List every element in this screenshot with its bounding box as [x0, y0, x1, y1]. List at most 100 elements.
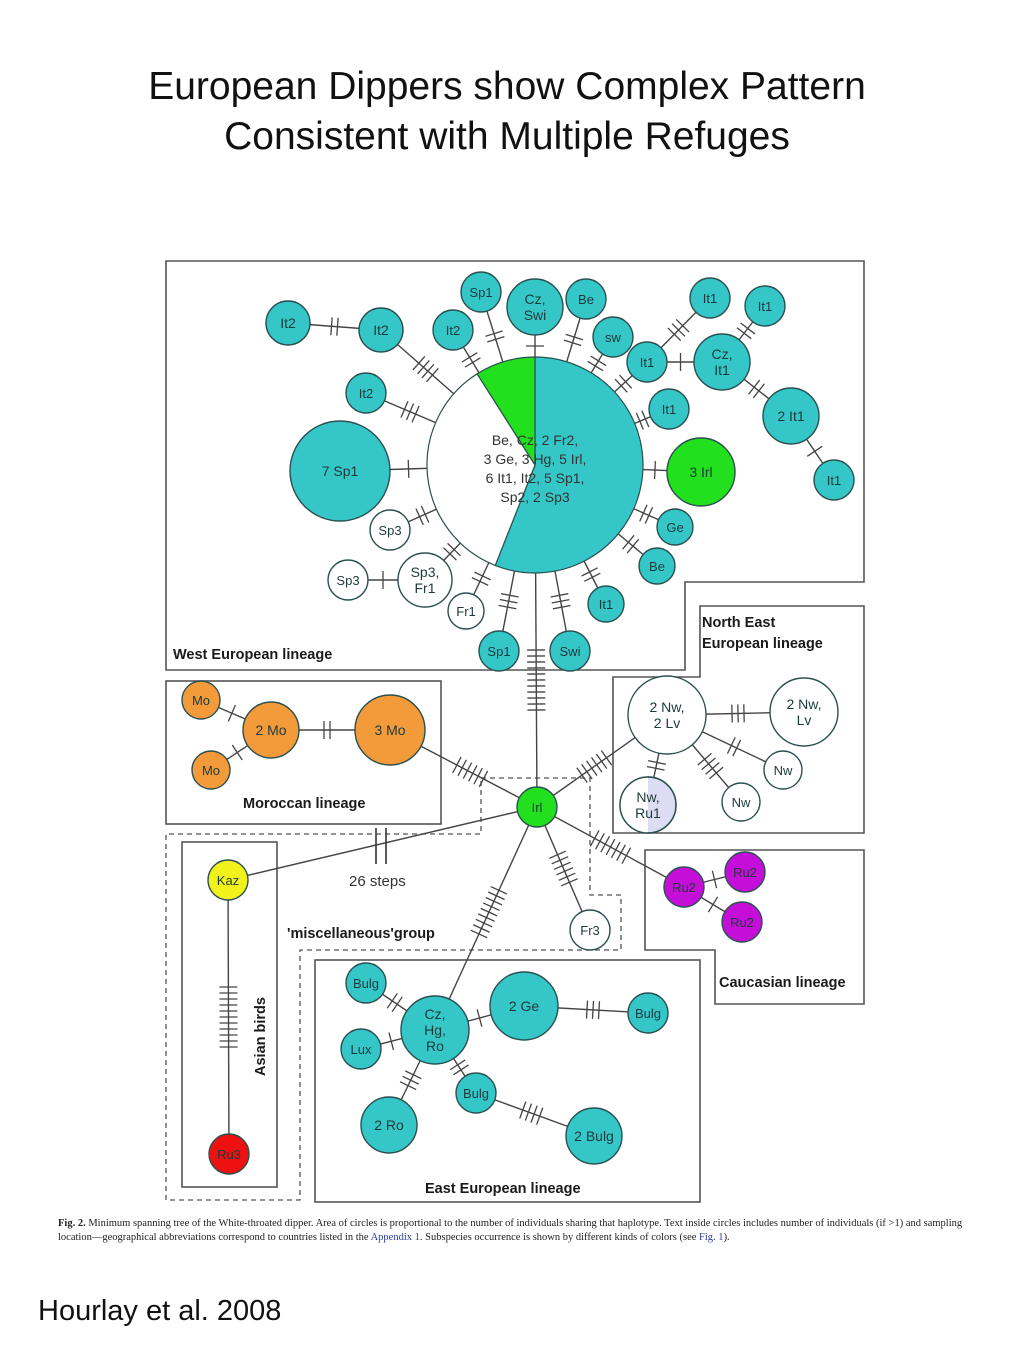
node-circle	[242, 701, 300, 759]
haplotype-node-mo1: Mo	[181, 680, 221, 720]
mutation-tick	[740, 322, 756, 335]
mutation-tick	[388, 1032, 395, 1051]
haplotype-node-nw1: Nw	[763, 750, 803, 790]
mutation-tick	[421, 363, 435, 379]
mutation-tick	[648, 759, 666, 765]
edge-ru2a-irl	[536, 806, 685, 888]
appendix-link[interactable]: Appendix 1	[370, 1232, 420, 1243]
node-circle	[327, 559, 369, 601]
mutation-tick	[644, 506, 654, 524]
node-circle	[354, 694, 426, 766]
node-label: Ge	[666, 520, 683, 535]
node-label: Bulg	[353, 976, 379, 991]
node-label: Nw	[732, 795, 751, 810]
mutation-tick	[485, 896, 503, 906]
moroccan-lineage-box	[165, 680, 442, 825]
haplotype-node-sp3b: Sp3	[369, 509, 411, 551]
edge-czhgro-irl	[434, 806, 538, 1031]
node-circle	[369, 509, 411, 551]
mutation-tick	[476, 1009, 483, 1027]
node-circle	[345, 372, 387, 414]
mutation-tick	[400, 400, 409, 418]
node-label: Sp3	[336, 573, 359, 588]
node-label: It1	[640, 355, 654, 370]
northeast-lineage-label-2: European lineage	[702, 636, 823, 652]
mutation-tick	[530, 1105, 538, 1123]
node-label: Be	[649, 559, 665, 574]
mutation-tick	[619, 374, 633, 389]
mutation-tick	[405, 403, 415, 421]
mutation-tick	[470, 929, 488, 939]
mutation-tick	[468, 765, 478, 782]
haplotype-node-ru3: Ru3	[208, 1133, 250, 1175]
node-label: It1	[714, 362, 730, 378]
mutation-tick	[600, 750, 613, 766]
asian-birds-label: Asian birds	[253, 997, 269, 1076]
steps-annotation: 26 steps	[349, 873, 406, 890]
east-lineage-box	[314, 959, 701, 1203]
haplotype-node-2ge: 2 Ge	[489, 971, 559, 1041]
caption-text-2: . Subspecies occurrence is shown by diff…	[419, 1232, 700, 1243]
node-label: Irl	[532, 800, 543, 815]
haplotype-node-it1f: It1	[587, 585, 625, 623]
mutation-tick	[614, 378, 628, 393]
mutation-tick	[411, 405, 420, 423]
node-label: Bulg	[463, 1086, 489, 1101]
mutation-tick	[565, 333, 584, 341]
mutation-tick	[461, 352, 478, 363]
mutation-tick	[442, 547, 457, 561]
node-circle	[360, 1096, 418, 1154]
mutation-tick	[653, 461, 656, 480]
node-label: Sp1	[487, 644, 510, 659]
mutation-tick	[386, 993, 398, 1009]
haplotype-node-2mo: 2 Mo	[242, 701, 300, 759]
haplotype-node-czswi: Cz,Swi	[506, 278, 564, 336]
haplotype-node-it1e: It1	[813, 459, 855, 501]
mutation-tick	[500, 592, 519, 598]
node-circle	[340, 1028, 382, 1070]
haplotype-node-2nw2lv: 2 Nw,2 Lv	[627, 675, 707, 755]
haplotype-node-3irl: 3 Irl	[666, 437, 736, 507]
mutation-tick	[590, 355, 607, 367]
node-circle	[345, 962, 387, 1004]
node-label: Ro	[426, 1038, 444, 1054]
node-label: Fr1	[456, 604, 476, 619]
mutation-tick	[595, 753, 608, 770]
node-label: It1	[599, 597, 613, 612]
haplotype-node-2bulg: 2 Bulg	[565, 1107, 623, 1165]
mutation-tick	[399, 1081, 417, 1091]
figure-1-link[interactable]: Fig. 1	[699, 1232, 724, 1243]
caucasian-lineage-label: Caucasian lineage	[719, 975, 846, 991]
haplotype-node-ge1: Ge	[656, 508, 694, 546]
west-lineage-label: West European lineage	[173, 647, 332, 663]
mutation-tick	[426, 367, 439, 383]
mutation-tick	[231, 744, 243, 761]
mutation-tick	[478, 770, 489, 788]
haplotype-node-sp1b: Sp1	[478, 630, 520, 672]
node-label: Mo	[202, 763, 220, 778]
pie-slice-teal	[494, 356, 644, 574]
mutation-tick	[482, 902, 500, 912]
haplotype-node-bulg1: Bulg	[345, 962, 387, 1004]
haplotype-node-fr3: Fr3	[569, 909, 611, 951]
mutation-tick	[576, 767, 588, 783]
haplotype-node-mo2: Mo	[191, 750, 231, 790]
mutation-tick	[590, 757, 603, 773]
mutation-tick	[732, 739, 742, 757]
node-circle	[627, 992, 669, 1034]
mutation-tick	[558, 872, 576, 881]
mutation-tick	[457, 759, 467, 777]
mutation-tick	[587, 360, 604, 372]
node-label: Swi	[560, 644, 581, 659]
haplotype-node-it2b: It2	[358, 307, 404, 353]
misc-group-dashed-border	[165, 777, 622, 1201]
node-label: 2 Nw,	[649, 699, 684, 715]
mutation-tick	[806, 445, 823, 457]
haplotype-node-lux: Lux	[340, 1028, 382, 1070]
node-label: 2 Ge	[509, 998, 540, 1014]
node-circle	[638, 547, 676, 585]
mutation-tick	[553, 861, 571, 870]
mutation-tick	[671, 323, 686, 337]
node-circle	[721, 782, 761, 822]
asian-birds-box	[181, 841, 278, 1188]
